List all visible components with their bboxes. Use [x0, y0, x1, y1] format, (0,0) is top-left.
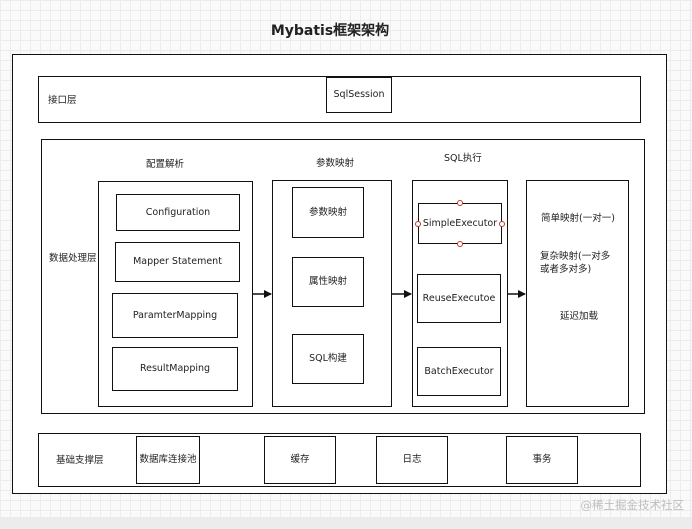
result-mapping-container — [526, 180, 629, 407]
batch-executor-box: BatchExecutor — [417, 347, 501, 396]
bottom-strip — [0, 517, 692, 529]
selection-handle-left — [415, 221, 421, 227]
sql-build-box: SQL构建 — [292, 334, 364, 384]
log-box: 日志 — [376, 436, 448, 484]
selection-handle-top — [457, 200, 463, 206]
mapper-statement-box: Mapper Statement — [115, 242, 240, 282]
simple-executor-box: SimpleExecutor — [418, 203, 502, 244]
sql-execution-header: SQL执行 — [444, 153, 482, 164]
reuse-executor-label: ReuseExecutoe — [422, 292, 496, 304]
cache-label: 缓存 — [290, 454, 310, 466]
simple-mapping-text: 简单映射(一对一) — [541, 213, 615, 224]
connection-pool-box: 数据库连接池 — [136, 436, 200, 484]
connection-pool-label: 数据库连接池 — [139, 454, 197, 466]
config-parsing-header: 配置解析 — [146, 159, 185, 170]
property-mapping-box: 属性映射 — [292, 257, 364, 307]
lazy-loading-text: 延迟加载 — [560, 311, 599, 322]
complex-mapping-text: 复杂映射(一对多或者多对多) — [540, 251, 611, 275]
param-mapping-label: 参数映射 — [308, 206, 347, 218]
sqlsession-label: SqlSession — [333, 89, 385, 101]
param-mapping-box: 参数映射 — [292, 187, 364, 238]
configuration-label: Configuration — [145, 206, 211, 218]
transaction-label: 事务 — [532, 454, 552, 466]
paramter-mapping-box: ParamterMapping — [112, 293, 238, 338]
log-label: 日志 — [402, 454, 422, 466]
mapper-statement-label: Mapper Statement — [133, 256, 222, 268]
transaction-box: 事务 — [506, 436, 578, 484]
diagram-title: Mybatis框架架构 — [270, 23, 390, 39]
watermark: @稀土掘金技术社区 — [580, 498, 685, 512]
simple-executor-label: SimpleExecutor — [422, 217, 498, 229]
configuration-box: Configuration — [116, 194, 240, 231]
selection-handle-bottom — [457, 241, 463, 247]
support-layer-label: 基础支撑层 — [56, 455, 104, 466]
sqlsession-box: SqlSession — [326, 77, 392, 113]
reuse-executor-box: ReuseExecutoe — [417, 274, 501, 323]
sql-build-label: SQL构建 — [309, 353, 347, 365]
data-processing-layer-label: 数据处理层 — [49, 253, 97, 264]
batch-executor-label: BatchExecutor — [424, 365, 494, 377]
interface-layer-label: 接口层 — [48, 95, 77, 106]
cache-box: 缓存 — [264, 436, 336, 484]
param-mapping-header: 参数映射 — [316, 158, 355, 169]
selection-handle-right — [499, 221, 505, 227]
result-mapping-box: ResultMapping — [112, 347, 238, 391]
property-mapping-label: 属性映射 — [308, 276, 347, 288]
paramter-mapping-label: ParamterMapping — [132, 309, 218, 321]
result-mapping-label: ResultMapping — [139, 363, 211, 375]
